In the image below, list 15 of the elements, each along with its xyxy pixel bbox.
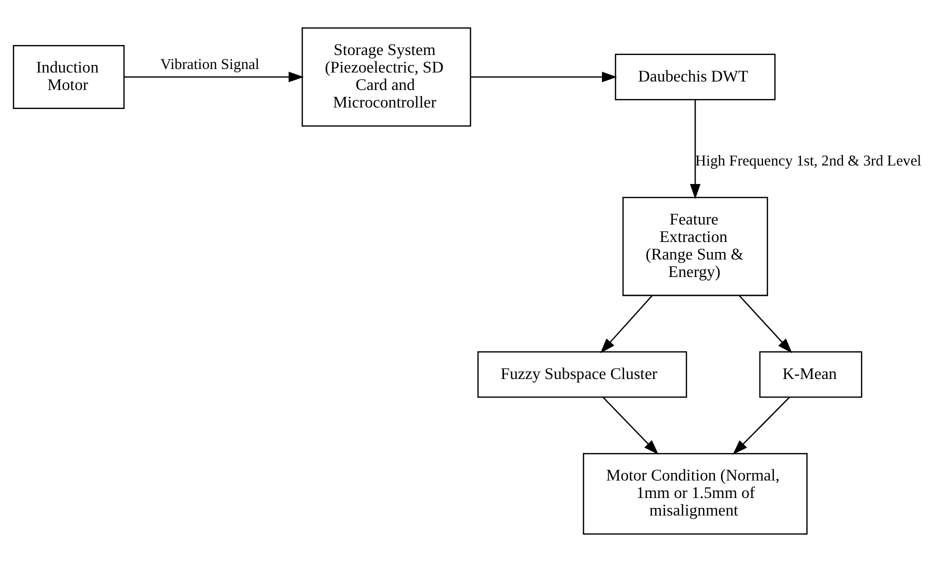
node-box: Storage System (Piezoelectric, SD Card and Microcontroller: [302, 27, 472, 127]
node-box: Daubechis DWT: [614, 54, 776, 100]
node-box: Motor Condition (Normal, 1mm or 1.5mm of misalignment: [582, 453, 808, 535]
arrow: [600, 295, 653, 354]
arrow: [470, 72, 618, 82]
node-box: Feature Extraction (Range Sum & Energy): [622, 196, 768, 296]
node-box: Induction Motor: [12, 44, 125, 109]
node-box: Fuzzy Subspace Cluster: [477, 351, 688, 398]
arrow: [124, 72, 304, 82]
arrow: [602, 396, 659, 455]
arrow: [690, 100, 700, 200]
node-box: K-Mean: [759, 351, 862, 398]
arrow: [738, 295, 792, 354]
arrow: [732, 396, 790, 455]
edge-label: Vibration Signal: [160, 56, 260, 73]
